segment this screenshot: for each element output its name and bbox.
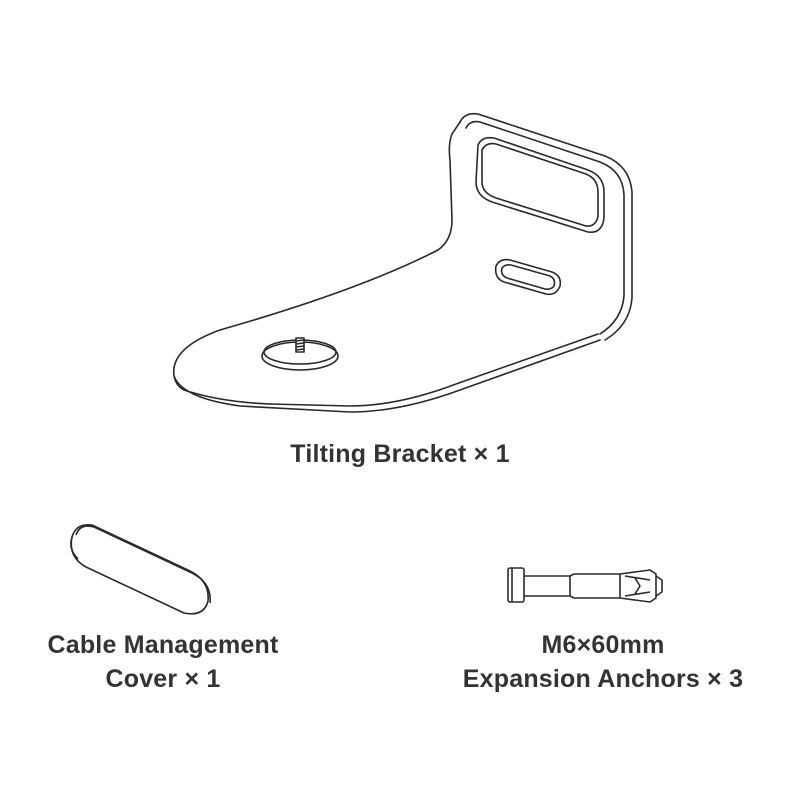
cable-cover-label-line2: Cover × 1 <box>105 665 221 693</box>
expansion-anchor-caption: M6×60mm Expansion Anchors × 3 <box>430 628 776 696</box>
cable-cover-caption: Cable Management Cover × 1 <box>0 628 326 696</box>
tilting-bracket-illustration <box>172 112 633 413</box>
cable-cover-illustration <box>70 523 211 615</box>
tilting-bracket-label: Tilting Bracket × 1 <box>290 440 510 468</box>
expansion-anchor-label-line1: M6×60mm <box>541 631 665 659</box>
expansion-anchor-illustration <box>507 567 663 603</box>
cable-cover-label-line1: Cable Management <box>47 631 279 659</box>
tilting-bracket-caption: Tilting Bracket × 1 <box>200 437 600 471</box>
expansion-anchor-label-line2: Expansion Anchors × 3 <box>462 665 744 693</box>
